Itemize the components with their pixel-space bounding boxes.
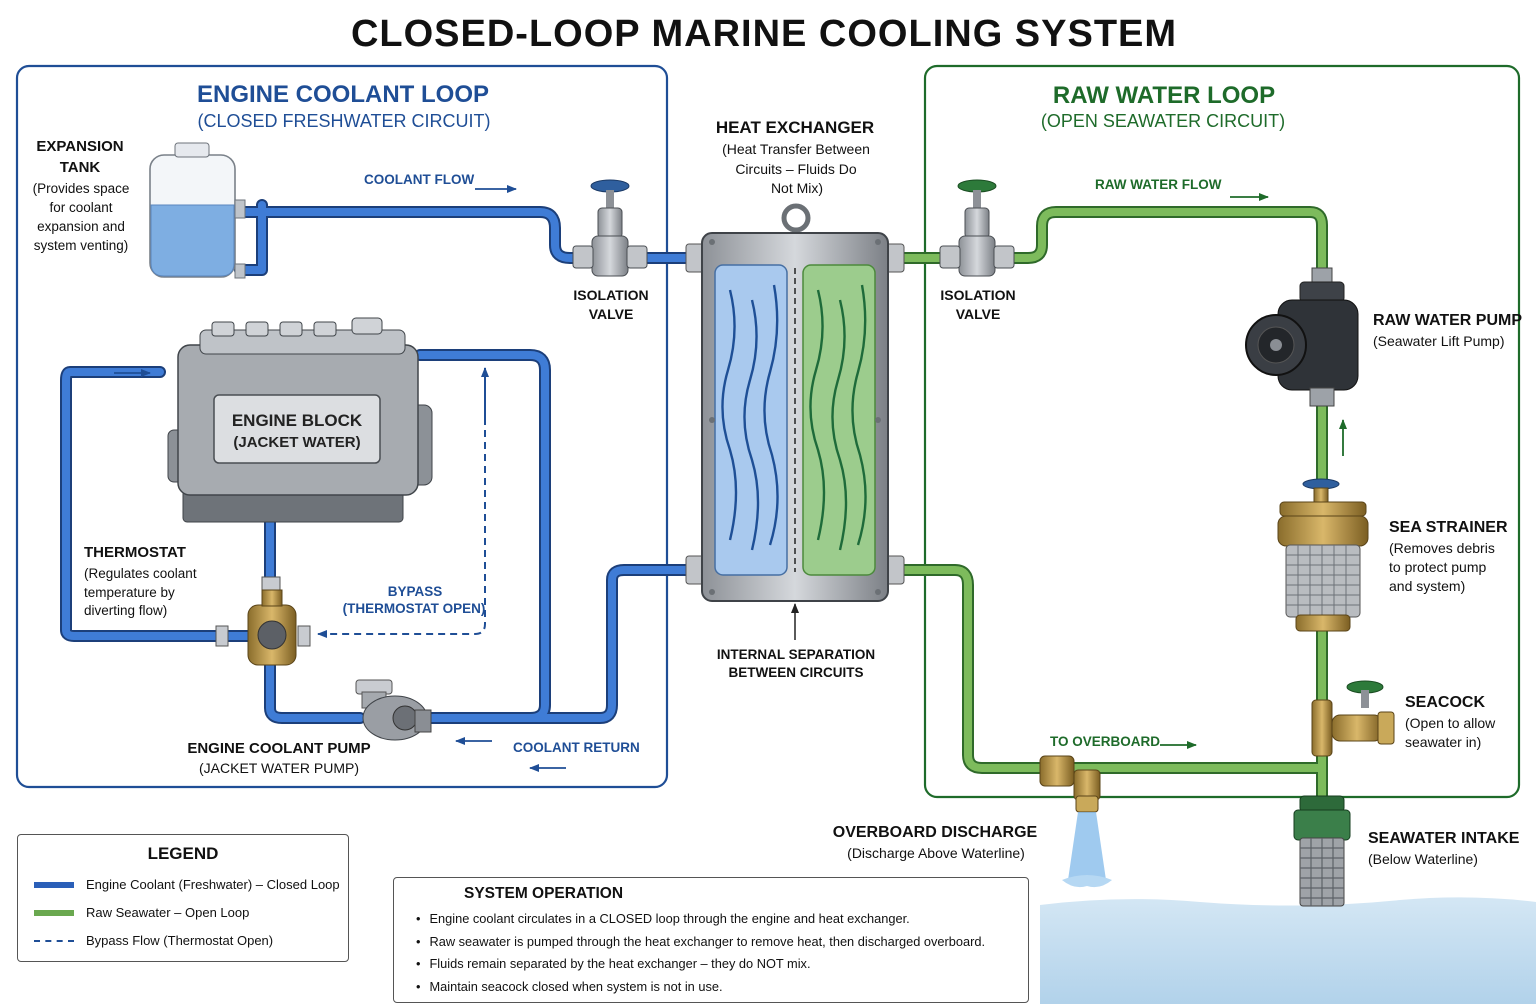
system-operation-title: SYSTEM OPERATION (464, 885, 624, 902)
coolant-return-label: COOLANT RETURN (513, 740, 640, 755)
raw-loop-heading: RAW WATER LOOP (1053, 82, 1275, 109)
isolation-valve-right-1: ISOLATION (940, 287, 1015, 303)
to-overboard-label: TO OVERBOARD (1050, 734, 1160, 749)
overboard-outlet (1039, 755, 1112, 888)
coolant-pump (355, 679, 432, 741)
raw-water-pump-sub: (Seawater Lift Pump) (1373, 333, 1505, 349)
thermostat-desc-1: (Regulates coolant (84, 566, 197, 581)
seawater-intake-sub: (Below Waterline) (1368, 851, 1478, 867)
page-title: CLOSED-LOOP MARINE COOLING SYSTEM (351, 13, 1177, 55)
coolant-loop-subheading: (CLOSED FRESHWATER CIRCUIT) (197, 111, 490, 131)
thermostat-desc-2: temperature by (84, 585, 175, 600)
seawater-intake-title: SEAWATER INTAKE (1368, 830, 1520, 847)
coolant-loop-panel (15, 64, 669, 789)
isolation-valve-left-1: ISOLATION (573, 287, 648, 303)
operation-item: Raw seawater is pumped through the heat … (416, 931, 985, 954)
engine-block (167, 317, 433, 523)
heat-exchanger-title: HEAT EXCHANGER (716, 118, 874, 137)
heat-exchanger-desc-2: Circuits – Fluids Do (735, 161, 857, 177)
internal-separation-2: BETWEEN CIRCUITS (729, 665, 864, 680)
expansion-tank-title-2: TANK (60, 159, 101, 176)
engine-block-label-1: ENGINE BLOCK (232, 411, 363, 430)
coolant-pump-sub: (JACKET WATER PUMP) (199, 760, 359, 776)
expansion-tank-desc-2: for coolant (49, 200, 112, 215)
legend-item-coolant: Engine Coolant (Freshwater) – Closed Loo… (34, 877, 340, 892)
system-operation-list: Engine coolant circulates in a CLOSED lo… (416, 908, 985, 998)
coolant-loop-heading: ENGINE COOLANT LOOP (197, 81, 489, 108)
bypass-flow-path (317, 370, 486, 638)
seacock-title: SEACOCK (1405, 694, 1485, 711)
sea-strainer-desc-3: and system) (1389, 578, 1465, 594)
raw-water-pump-title: RAW WATER PUMP (1373, 312, 1522, 329)
sea-strainer-desc-1: (Removes debris (1389, 540, 1495, 556)
seacock-desc-1: (Open to allow (1405, 715, 1496, 731)
raw-water-loop-panel (923, 64, 1521, 799)
isolation-valve-left-2: VALVE (589, 306, 634, 322)
operation-item: Maintain seacock closed when system is n… (416, 976, 985, 999)
expansion-tank-desc-3: expansion and (37, 219, 125, 234)
engine-block-label-2: (JACKET WATER) (233, 434, 360, 451)
sea-strainer (1277, 478, 1369, 632)
heat-exchanger-desc-1: (Heat Transfer Between (722, 141, 870, 157)
raw-water-pump (1245, 267, 1359, 407)
legend-item-seawater: Raw Seawater – Open Loop (34, 905, 249, 920)
expansion-tank-title-1: EXPANSION (36, 138, 123, 155)
system-operation-box: SYSTEM OPERATION Engine coolant circulat… (393, 877, 1029, 1003)
sea-strainer-title: SEA STRAINER (1389, 519, 1508, 536)
isolation-valve-right-2: VALVE (956, 306, 1001, 322)
legend: LEGEND Engine Coolant (Freshwater) – Clo… (17, 834, 349, 962)
bypass-label-1: BYPASS (388, 584, 443, 599)
expansion-tank (149, 142, 246, 279)
heat-exchanger (685, 203, 905, 602)
operation-item: Fluids remain separated by the heat exch… (416, 953, 985, 976)
bypass-label-2: (THERMOSTAT OPEN) (343, 601, 486, 616)
legend-label-coolant: Engine Coolant (Freshwater) – Closed Loo… (86, 877, 340, 892)
heat-exchanger-desc-3: Not Mix) (771, 180, 823, 196)
sea-strainer-desc-2: to protect pump (1389, 559, 1486, 575)
legend-swatch-seawater (34, 909, 74, 916)
thermostat-valve (215, 576, 311, 666)
internal-separation-1: INTERNAL SEPARATION (717, 647, 875, 662)
operation-item: Engine coolant circulates in a CLOSED lo… (416, 908, 985, 931)
isolation-valve-left (572, 179, 648, 277)
legend-label-bypass: Bypass Flow (Thermostat Open) (86, 933, 274, 948)
thermostat-desc-3: diverting flow) (84, 603, 167, 618)
raw-water-flow-label: RAW WATER FLOW (1095, 177, 1222, 192)
coolant-pump-title: ENGINE COOLANT PUMP (187, 740, 370, 757)
legend-title: LEGEND (147, 844, 219, 863)
raw-loop-subheading: (OPEN SEAWATER CIRCUIT) (1041, 111, 1285, 131)
coolant-flow-label: COOLANT FLOW (364, 172, 474, 187)
overboard-discharge-sub: (Discharge Above Waterline) (847, 845, 1025, 861)
thermostat-title: THERMOSTAT (84, 544, 186, 561)
legend-item-bypass: Bypass Flow (Thermostat Open) (34, 933, 273, 948)
legend-swatch-coolant (34, 881, 74, 888)
legend-swatch-bypass (34, 939, 74, 942)
seacock-desc-2: seawater in) (1405, 734, 1481, 750)
legend-label-seawater: Raw Seawater – Open Loop (86, 905, 250, 920)
overboard-discharge-title: OVERBOARD DISCHARGE (833, 824, 1038, 841)
expansion-tank-desc-1: (Provides space (33, 181, 130, 196)
isolation-valve-right (939, 179, 1015, 277)
seacock-valve (1311, 680, 1395, 757)
expansion-tank-desc-4: system venting) (34, 238, 129, 253)
raw-water-pipes (884, 206, 1328, 806)
sea-water (1040, 897, 1536, 1004)
seawater-intake (1293, 795, 1351, 907)
coolant-pipes (60, 199, 706, 724)
